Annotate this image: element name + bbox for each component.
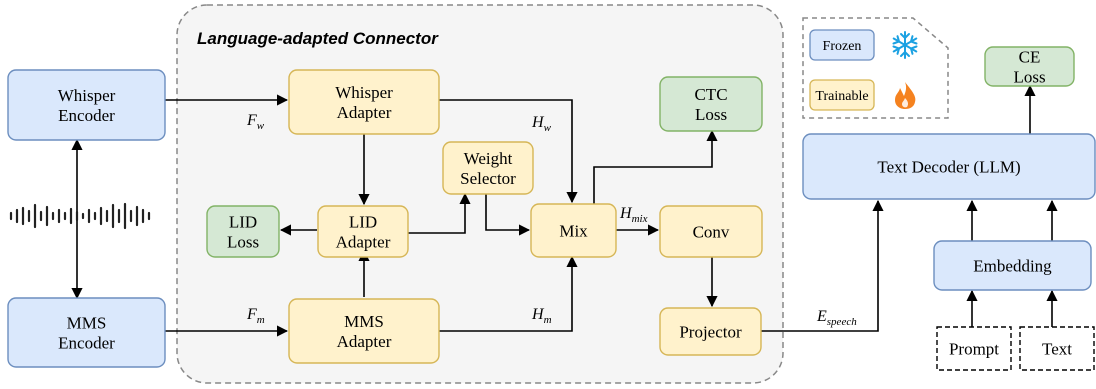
h-w-symbol: Hw — [531, 114, 552, 134]
h-m-symbol: Hm — [531, 306, 552, 326]
f-m-symbol: Fm — [246, 306, 265, 326]
text-decoder-label-line: Text Decoder (LLM) — [877, 158, 1020, 177]
mms-encoder-label-line: Encoder — [58, 334, 115, 353]
ce-loss-label-line: CE — [1019, 48, 1041, 67]
weight-selector-label-line: Selector — [460, 169, 516, 188]
mms-adapter-label-line: MMS — [344, 312, 384, 331]
lid-adapter-label-line: Adapter — [336, 233, 391, 252]
embedding-label-line: Embedding — [973, 257, 1052, 276]
mms-encoder-label-line: MMS — [67, 314, 107, 333]
lid-loss-label-line: Loss — [227, 233, 259, 252]
ctc-loss-label-line: CTC — [694, 85, 727, 104]
prompt-box: Prompt — [936, 326, 1012, 371]
mix-box: Mix — [530, 203, 617, 258]
text-box: Text — [1019, 326, 1095, 371]
mms-adapter-label-line: Adapter — [337, 332, 392, 351]
ctc-loss-label-line: Loss — [695, 105, 727, 124]
legend-frozen-swatch — [809, 29, 875, 61]
text-decoder-box: Text Decoder (LLM) — [802, 133, 1096, 200]
whisper-adapter-label-line: Whisper — [335, 83, 393, 102]
snowflake-icon — [892, 31, 918, 59]
conv-box: Conv — [659, 205, 763, 258]
h-mix-symbol: Hmix — [619, 205, 648, 225]
e-speech-symbol: Espeech — [816, 308, 857, 328]
text-label-line: Text — [1042, 340, 1072, 359]
whisper-encoder-label-line: Whisper — [58, 86, 116, 105]
lid-loss-label-line: LID — [229, 213, 257, 232]
projector-label-line: Projector — [679, 323, 742, 342]
embedding-box: Embedding — [933, 240, 1092, 291]
prompt-label-line: Prompt — [949, 340, 999, 359]
mix-label-line: Mix — [559, 222, 588, 241]
ce-loss-label-line: Loss — [1013, 68, 1045, 87]
connections — [71, 84, 1058, 337]
legend-trainable-swatch — [809, 79, 875, 111]
lid-adapter-label-line: LID — [349, 213, 377, 232]
flame-icon — [895, 82, 916, 109]
waveform-icon — [9, 202, 151, 230]
whisper-encoder-label-line: Encoder — [58, 106, 115, 125]
connector-title: Language-adapted Connector — [197, 29, 439, 48]
legend-frozen-label: Frozen — [823, 39, 862, 54]
projector-box: Projector — [659, 307, 762, 356]
f-w-symbol: Fw — [246, 112, 265, 132]
legend-trainable-label: Trainable — [815, 89, 868, 104]
conv-label-line: Conv — [693, 223, 730, 242]
whisper-adapter-label-line: Adapter — [337, 103, 392, 122]
weight-selector-label-line: Weight — [464, 149, 513, 168]
